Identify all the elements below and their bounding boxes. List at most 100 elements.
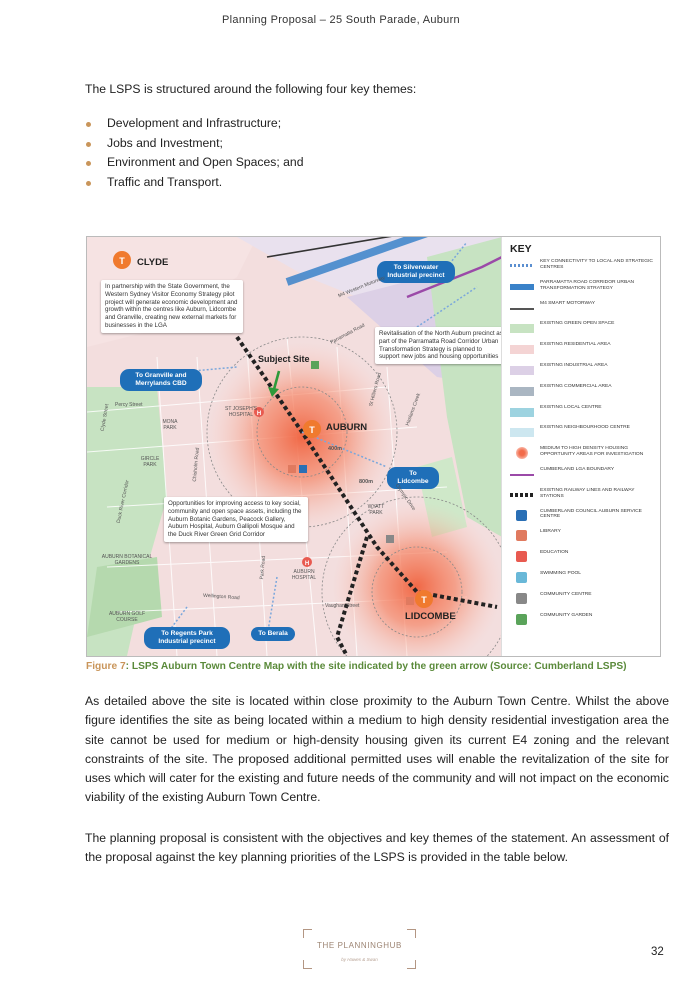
- road-percy: Percy Street: [115, 402, 143, 408]
- list-item: Environment and Open Spaces; and: [85, 155, 303, 175]
- bubble-regents-park: To Regents Park Industrial precinct: [144, 627, 230, 649]
- key-label: EDUCATION: [540, 550, 569, 556]
- planning-hub-logo: THE PLANNINGHUB by Hawes & Swan: [303, 929, 416, 969]
- key-symbol: [510, 407, 534, 417]
- distance-800m: 800m: [359, 479, 374, 485]
- key-title: KEY: [510, 243, 532, 255]
- key-label: EXISTING LOCAL CENTRE: [540, 404, 602, 410]
- key-symbol: [516, 572, 527, 583]
- place-wyatt-park: WYATT PARK: [367, 504, 385, 516]
- key-symbol: [510, 264, 534, 267]
- key-item: EDUCATION: [510, 550, 658, 566]
- key-item: COMMUNITY GARDEN: [510, 613, 658, 629]
- key-symbol: [510, 366, 534, 375]
- figure-caption: Figure 7: LSPS Auburn Town Centre Map wi…: [86, 661, 627, 672]
- subject-site-label: Subject Site: [258, 354, 310, 364]
- key-label: COMMUNITY GARDEN: [540, 612, 593, 618]
- key-label: EXISTING GREEN OPEN SPACE: [540, 321, 615, 327]
- town-label-lidcombe: LIDCOMBE: [405, 611, 456, 622]
- figure-caption-text: : LSPS Auburn Town Centre Map with the s…: [125, 661, 627, 672]
- place-golf-course: AUBURN GOLF COURSE: [108, 611, 146, 623]
- bubble-granville: To Granville and Merrylands CBD: [120, 369, 202, 391]
- key-label: M4 SMART MOTORWAY: [540, 300, 596, 306]
- list-item: Jobs and Investment;: [85, 136, 303, 156]
- callout-western-sydney: In partnership with the State Government…: [101, 280, 243, 333]
- place-botanic-gardens: AUBURN BOTANICAL GARDENS: [101, 554, 153, 566]
- key-symbol: [510, 386, 534, 396]
- key-item: EXISTING GREEN OPEN SPACE: [510, 321, 658, 337]
- page-number: 32: [651, 946, 664, 958]
- svg-text:T: T: [421, 595, 427, 605]
- key-label: LIBRARY: [540, 529, 561, 535]
- key-item: CUMBERLAND COUNCIL AUBURN SERVICE CENTRE: [510, 509, 658, 525]
- key-symbol: [516, 551, 527, 563]
- key-item: EXISTING RESIDENTIAL AREA: [510, 342, 658, 358]
- svg-text:H: H: [257, 411, 261, 417]
- key-label: PARRAMATTA ROAD CORRIDOR URBAN TRANSFORM…: [540, 279, 635, 291]
- key-label: EXISTING INDUSTRIAL AREA: [540, 363, 608, 368]
- callout-open-space: Opportunities for improving access to ke…: [164, 497, 308, 542]
- list-item: Development and Infrastructure;: [85, 116, 303, 136]
- key-item: EXISTING RAILWAY LINES AND RAILWAY STATI…: [510, 488, 658, 504]
- key-label: EXISTING COMMERCIAL AREA: [540, 383, 612, 389]
- key-symbol: [510, 428, 534, 438]
- key-label: CUMBERLAND LGA BOUNDARY: [540, 467, 615, 472]
- map-base-graphic: T T T H H: [87, 237, 502, 656]
- place-gircle-park: GIRCLE PARK: [140, 456, 160, 468]
- logo-text: THE PLANNINGHUB: [316, 941, 402, 950]
- bubble-lidcombe: To Lidcombe: [387, 467, 439, 489]
- key-symbol: [516, 592, 527, 604]
- svg-text:H: H: [305, 561, 309, 567]
- key-symbol: [510, 307, 534, 310]
- key-symbol: [510, 492, 534, 497]
- key-item: CUMBERLAND LGA BOUNDARY: [510, 467, 658, 483]
- key-item: COMMUNITY CENTRE: [510, 592, 658, 608]
- key-item: EXISTING INDUSTRIAL AREA: [510, 363, 658, 379]
- place-mona-park: MONA PARK: [162, 419, 178, 431]
- logo-corner: [303, 960, 312, 969]
- key-label: EXISTING RAILWAY LINES AND RAILWAY STATI…: [540, 487, 635, 499]
- bubble-berala: To Berala: [251, 627, 295, 641]
- key-label: SWIMMING POOL: [540, 571, 582, 576]
- body-paragraph: The planning proposal is consistent with…: [85, 831, 669, 865]
- key-item: EXISTING LOCAL CENTRE: [510, 405, 658, 421]
- svg-text:T: T: [119, 256, 125, 266]
- logo-corner: [303, 929, 312, 938]
- town-label-auburn: AUBURN: [326, 422, 368, 433]
- key-symbol: [516, 447, 528, 460]
- figure-number: Figure 7: [86, 661, 126, 672]
- road-vaughan: Vaughan Street: [325, 603, 360, 609]
- bubble-silverwater: To Silverwater Industrial precinct: [377, 261, 455, 283]
- distance-400m: 400m: [328, 446, 343, 452]
- key-item: EXISTING NEIGHBOURHOOD CENTRE: [510, 425, 658, 441]
- town-centre-map: T T T H H CLYDE AUBURN LIDCOMBE Subject …: [86, 236, 661, 657]
- key-label: MEDIUM TO HIGH DENSITY HOUSING OPPORTUNI…: [540, 446, 644, 458]
- key-item: LIBRARY: [510, 529, 658, 545]
- key-label: EXISTING RESIDENTIAL AREA: [540, 342, 611, 348]
- key-item: KEY CONNECTIVITY TO LOCAL AND STRATEGIC …: [510, 259, 658, 275]
- place-st-josephs: ST JOSEPH'S HOSPITAL: [225, 406, 257, 418]
- key-label: COMMUNITY CENTRE: [540, 591, 592, 597]
- key-symbol: [516, 613, 527, 625]
- key-item: PARRAMATTA ROAD CORRIDOR URBAN TRANSFORM…: [510, 280, 658, 296]
- svg-text:T: T: [309, 425, 315, 435]
- key-label: CUMBERLAND COUNCIL AUBURN SERVICE CENTRE: [540, 508, 642, 520]
- key-item: M4 SMART MOTORWAY: [510, 301, 658, 317]
- key-symbol: [516, 509, 527, 521]
- place-auburn-hospital: AUBURN HOSPITAL: [291, 569, 317, 581]
- key-symbol: [516, 530, 527, 542]
- key-symbol: [510, 324, 534, 334]
- key-label: KEY CONNECTIVITY TO LOCAL AND STRATEGIC …: [540, 259, 653, 270]
- key-item: MEDIUM TO HIGH DENSITY HOUSING OPPORTUNI…: [510, 446, 658, 462]
- map-key: KEY KEY CONNECTIVITY TO LOCAL AND STRATE…: [501, 237, 660, 656]
- logo-corner: [407, 960, 416, 969]
- town-label-clyde: CLYDE: [137, 257, 169, 268]
- key-symbol: [510, 283, 534, 290]
- key-symbol: [510, 474, 534, 476]
- key-item: EXISTING COMMERCIAL AREA: [510, 384, 658, 400]
- page-header: Planning Proposal – 25 South Parade, Aub…: [222, 14, 460, 26]
- key-item: SWIMMING POOL: [510, 571, 658, 587]
- key-label: EXISTING NEIGHBOURHOOD CENTRE: [540, 425, 630, 431]
- body-paragraph: As detailed above the site is located wi…: [85, 694, 669, 805]
- key-symbol: [510, 345, 534, 355]
